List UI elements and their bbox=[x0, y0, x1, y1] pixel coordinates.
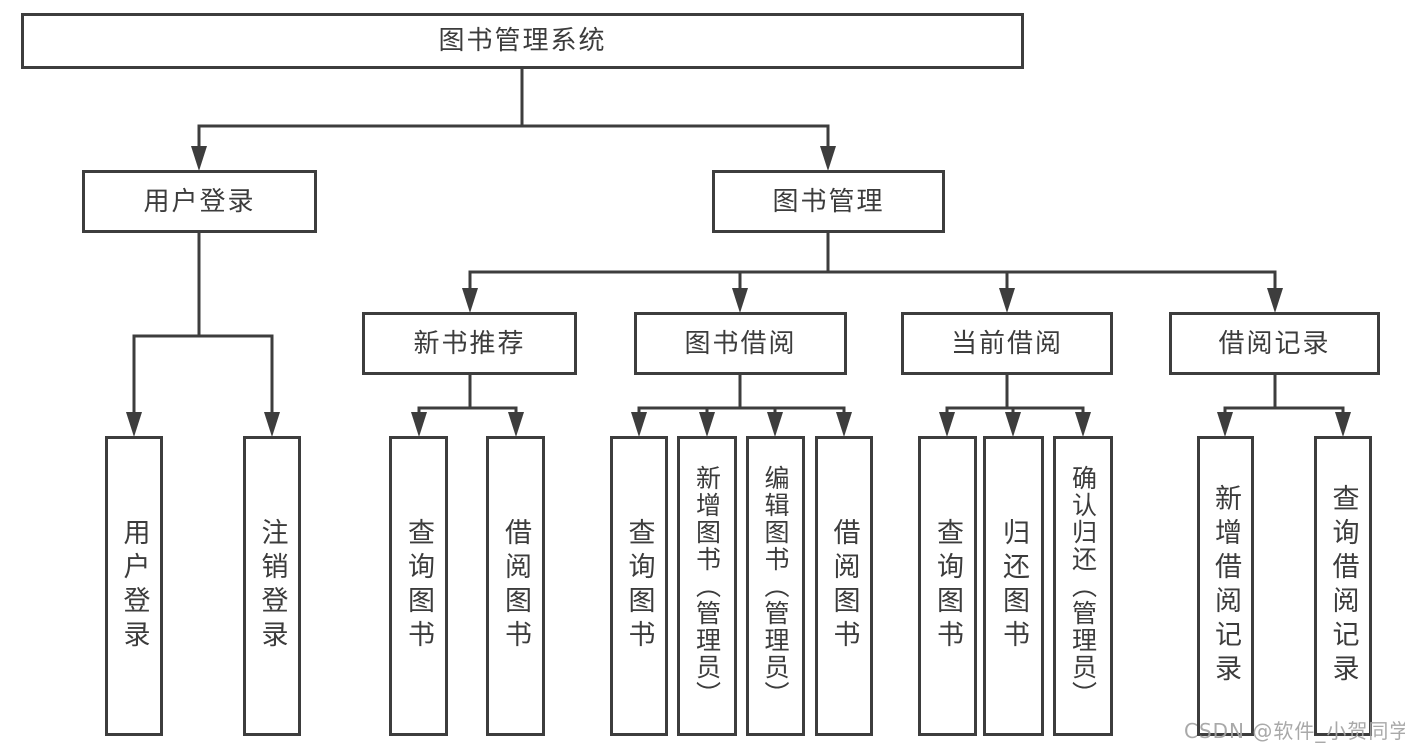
arrowhead-icon bbox=[999, 288, 1015, 313]
node-label-user-login: 用户登录 bbox=[143, 186, 256, 217]
arrowhead-icon bbox=[508, 412, 524, 437]
node-leaf-add-book: 新增图书（管理员） bbox=[677, 436, 737, 736]
node-leaf-borrow-book-1: 借阅图书 bbox=[486, 436, 545, 736]
arrowhead-icon bbox=[939, 412, 955, 437]
node-leaf-query-record: 查询借阅记录 bbox=[1314, 436, 1372, 736]
node-leaf-add-record: 新增借阅记录 bbox=[1197, 436, 1254, 736]
node-new-book-rec: 新书推荐 bbox=[362, 312, 577, 375]
node-label-leaf-borrow-book-2: 借阅图书 bbox=[828, 518, 860, 654]
arrowhead-icon bbox=[1005, 412, 1021, 437]
node-label-leaf-add-book: 新增图书（管理员） bbox=[692, 464, 722, 708]
arrowhead-icon bbox=[767, 412, 783, 437]
node-user-login: 用户登录 bbox=[82, 170, 317, 233]
node-label-leaf-query-book-3: 查询图书 bbox=[932, 518, 963, 654]
arrowhead-icon bbox=[126, 412, 142, 437]
node-book-mgmt: 图书管理 bbox=[712, 170, 945, 233]
arrowhead-icon bbox=[191, 146, 207, 171]
node-label-leaf-borrow-book-1: 借阅图书 bbox=[500, 518, 531, 654]
arrowhead-icon bbox=[836, 412, 852, 437]
arrowhead-icon bbox=[1267, 288, 1283, 313]
arrowhead-icon bbox=[411, 412, 427, 437]
node-label-leaf-query-record: 查询借阅记录 bbox=[1327, 484, 1359, 688]
arrowhead-icon bbox=[820, 146, 836, 171]
node-label-leaf-user-login: 用户登录 bbox=[118, 518, 150, 654]
node-leaf-return-book: 归还图书 bbox=[983, 436, 1044, 736]
watermark-text: CSDN @软件_小贺同学 bbox=[1184, 719, 1405, 743]
arrowhead-icon bbox=[462, 288, 478, 313]
arrowhead-icon bbox=[732, 288, 748, 313]
arrowhead-icon bbox=[1217, 412, 1233, 437]
arrowhead-icon bbox=[699, 412, 715, 437]
node-label-leaf-return-book: 归还图书 bbox=[998, 518, 1029, 654]
node-root: 图书管理系统 bbox=[21, 13, 1024, 69]
node-leaf-logout: 注销登录 bbox=[243, 436, 301, 736]
node-label-new-book-rec: 新书推荐 bbox=[413, 328, 526, 359]
node-leaf-user-login: 用户登录 bbox=[105, 436, 163, 736]
node-label-leaf-query-book-2: 查询图书 bbox=[623, 518, 655, 654]
node-leaf-borrow-book-2: 借阅图书 bbox=[815, 436, 873, 736]
node-borrow-records: 借阅记录 bbox=[1169, 312, 1380, 375]
arrowhead-icon bbox=[1335, 412, 1351, 437]
node-leaf-edit-book: 编辑图书（管理员） bbox=[746, 436, 805, 736]
node-label-current-borrow: 当前借阅 bbox=[950, 328, 1063, 359]
node-label-leaf-confirm-ret: 确认归还（管理员） bbox=[1068, 464, 1098, 708]
node-label-leaf-add-record: 新增借阅记录 bbox=[1210, 484, 1241, 688]
node-label-leaf-logout: 注销登录 bbox=[256, 518, 288, 654]
node-leaf-confirm-ret: 确认归还（管理员） bbox=[1053, 436, 1113, 736]
node-label-leaf-query-book-1: 查询图书 bbox=[403, 518, 434, 654]
node-leaf-query-book-3: 查询图书 bbox=[918, 436, 977, 736]
arrowhead-icon bbox=[1075, 412, 1091, 437]
node-current-borrow: 当前借阅 bbox=[901, 312, 1113, 375]
node-label-book-borrow: 图书借阅 bbox=[684, 328, 797, 359]
arrowhead-icon bbox=[264, 412, 280, 437]
node-leaf-query-book-2: 查询图书 bbox=[610, 436, 668, 736]
node-label-book-mgmt: 图书管理 bbox=[772, 186, 885, 217]
node-book-borrow: 图书借阅 bbox=[634, 312, 847, 375]
arrowhead-icon bbox=[631, 412, 647, 437]
node-label-borrow-records: 借阅记录 bbox=[1218, 328, 1331, 359]
node-leaf-query-book-1: 查询图书 bbox=[389, 436, 448, 736]
node-label-root: 图书管理系统 bbox=[438, 26, 607, 56]
node-label-leaf-edit-book: 编辑图书（管理员） bbox=[761, 464, 790, 708]
